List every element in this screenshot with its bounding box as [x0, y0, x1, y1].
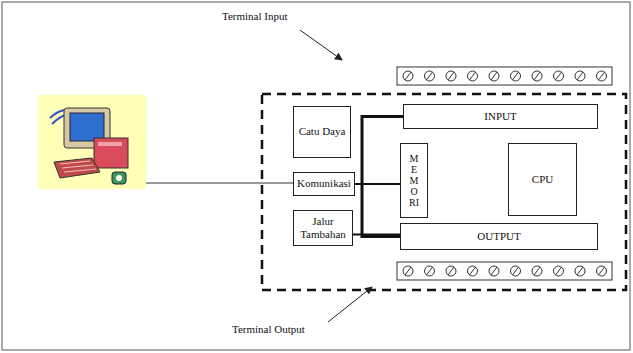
terminal-strips	[397, 67, 612, 280]
box-label: INPUT	[484, 110, 516, 123]
box-label: Jalur Tambahan	[296, 215, 350, 241]
box-label: OUTPUT	[477, 230, 520, 243]
outer-frame	[2, 2, 630, 350]
cpu-box: CPU	[508, 143, 577, 216]
communication-box: Komunikasi	[293, 172, 355, 196]
expansion-box: Jalur Tambahan	[293, 210, 353, 246]
box-label: Komunikasi	[297, 177, 351, 190]
memory-box: MEMORI	[400, 143, 428, 218]
box-label: Catu Daya	[299, 125, 346, 138]
leader-arrow	[328, 287, 372, 322]
terminal-label: Terminal Input	[222, 10, 288, 22]
output-box: OUTPUT	[400, 223, 598, 250]
box-label: CPU	[532, 173, 553, 186]
bus-line	[362, 117, 403, 237]
cable-line	[146, 183, 293, 184]
box-label: MEMORI	[409, 153, 419, 208]
plc-housing	[262, 94, 626, 290]
bus-line	[353, 234, 400, 236]
input-box: INPUT	[403, 104, 598, 129]
terminal-label: Terminal Output	[232, 323, 305, 335]
leader-arrow	[300, 30, 342, 60]
power-box: Catu Daya	[293, 106, 351, 158]
computer-icon	[38, 95, 146, 189]
